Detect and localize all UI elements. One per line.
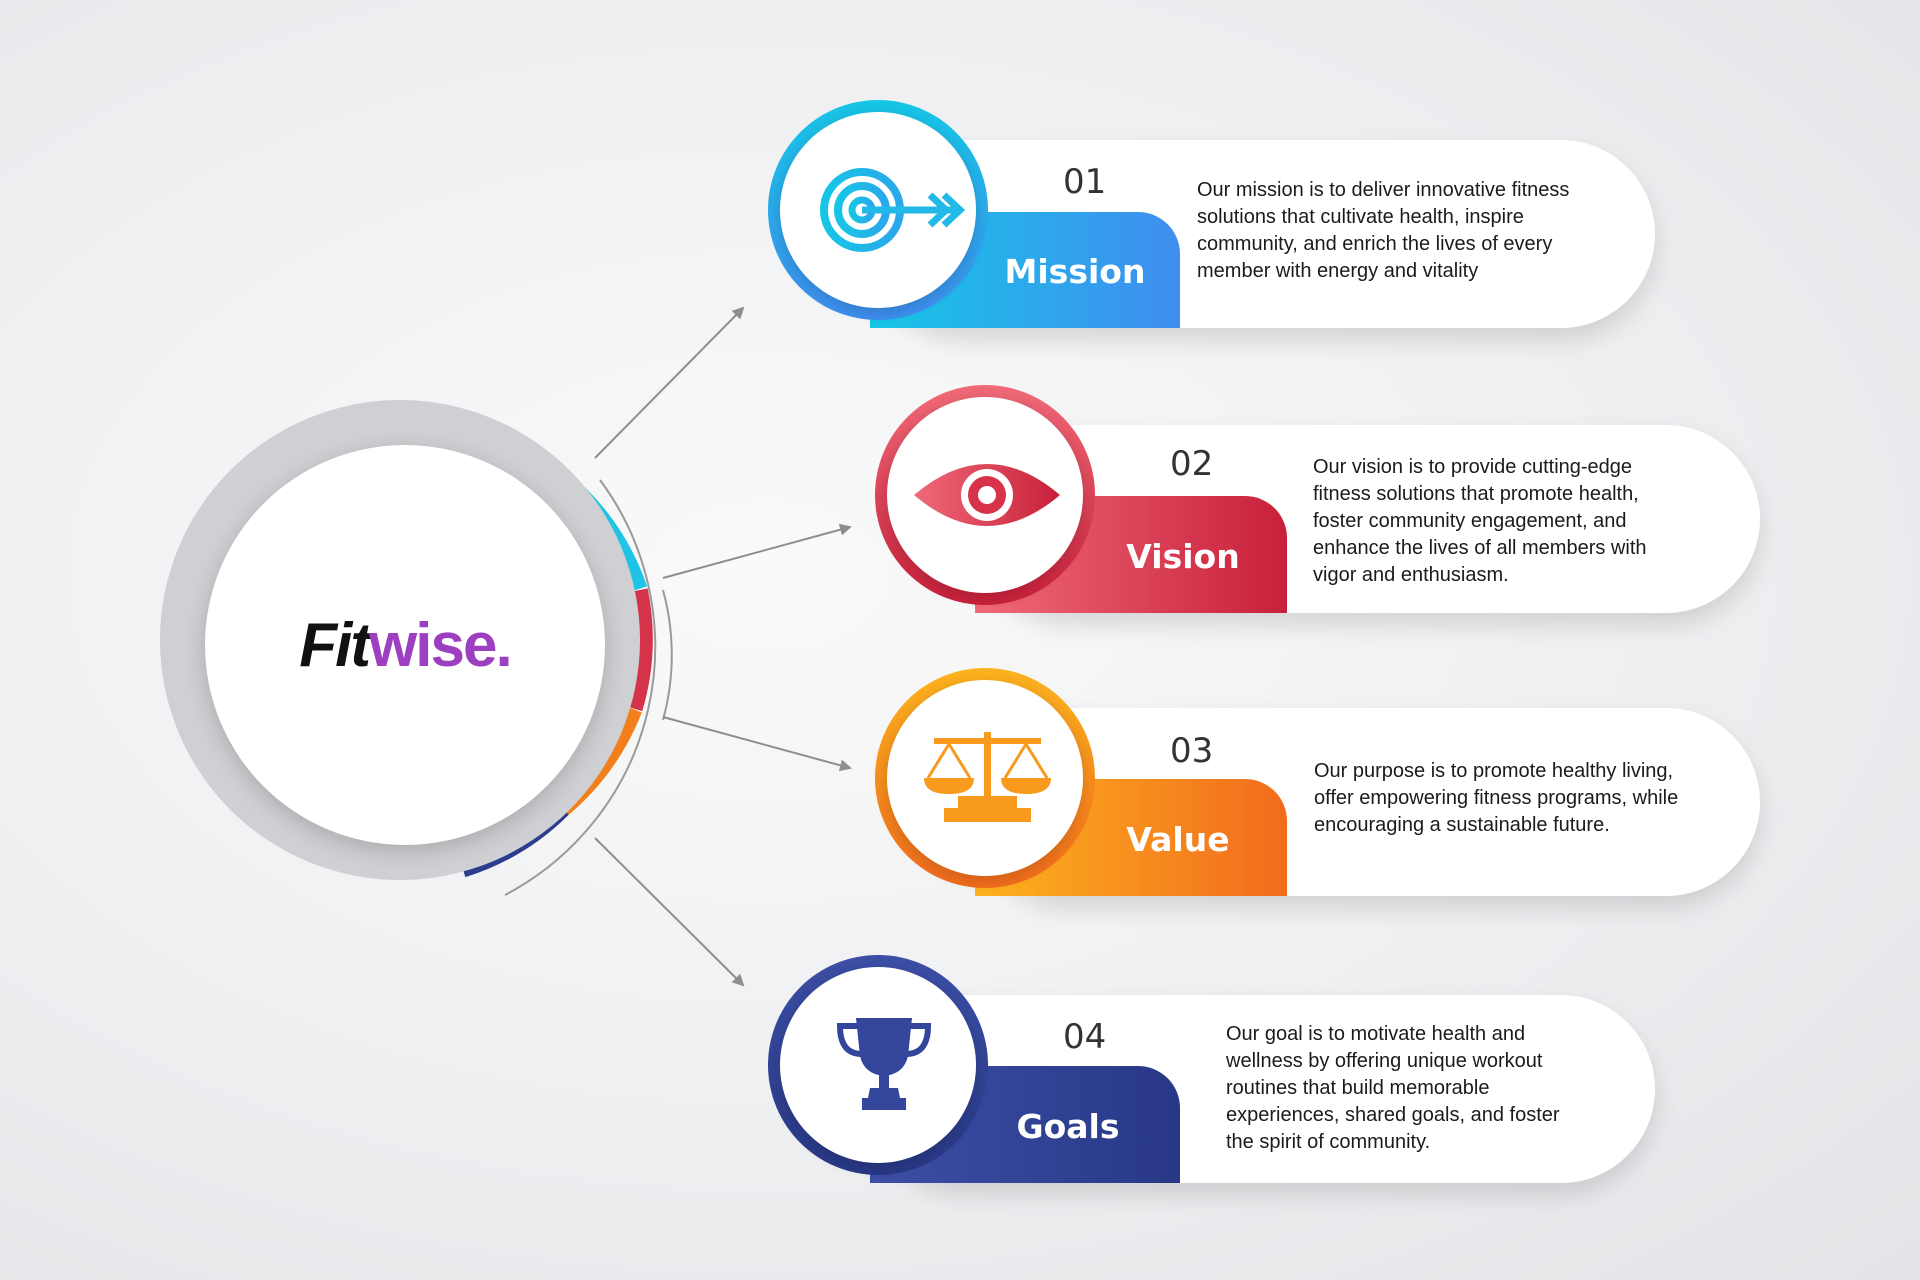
hub-disc <box>205 445 605 845</box>
value-text-line: offer empowering fitness programs, while <box>1314 787 1679 809</box>
mission-label: Mission <box>1004 252 1146 291</box>
goals-text-line: experiences, shared goals, and foster <box>1226 1104 1560 1126</box>
logo-wise: wise. <box>369 610 513 680</box>
value-text-line: encouraging a sustainable future. <box>1314 814 1610 836</box>
mission-text-line: community, and enrich the lives of every <box>1197 233 1553 255</box>
value-text-line: Our purpose is to promote healthy living… <box>1314 760 1674 782</box>
target-arrow-icon <box>820 168 966 252</box>
mission-number: 01 <box>1063 162 1107 202</box>
goals-text-line: Our goal is to motivate health and <box>1226 1023 1526 1045</box>
goals-text-line: wellness by offering unique workout <box>1226 1050 1543 1072</box>
vision-number: 02 <box>1170 444 1214 484</box>
vision-text-line: vigor and enthusiasm. <box>1313 564 1509 586</box>
arrow-mission <box>594 306 745 459</box>
hub-outer-arc <box>504 479 657 896</box>
goals-number: 04 <box>1063 1017 1107 1057</box>
value-description: Our purpose is to promote healthy living… <box>1314 758 1744 839</box>
mission-text-line: Our mission is to deliver innovative fit… <box>1197 179 1570 201</box>
value-label: Value <box>1126 820 1230 859</box>
mission-description: Our mission is to deliver innovative fit… <box>1197 177 1617 285</box>
vision-text-line: Our vision is to provide cutting-edge <box>1313 456 1633 478</box>
arrow-vision <box>662 523 852 579</box>
arrow-value <box>662 716 852 772</box>
goals-description: Our goal is to motivate health and welln… <box>1226 1021 1646 1156</box>
vision-description: Our vision is to provide cutting-edge fi… <box>1313 454 1733 589</box>
mission-text-line: solutions that cultivate health, inspire <box>1197 206 1524 228</box>
arrow-goals <box>594 837 745 987</box>
vision-text-line: foster community engagement, and <box>1313 510 1627 532</box>
goals-text-line: the spirit of community. <box>1226 1131 1431 1153</box>
vision-label: Vision <box>1126 537 1240 576</box>
vision-text-line: enhance the lives of all members with <box>1313 537 1647 559</box>
mission-text-line: member with energy and vitality <box>1197 260 1479 282</box>
goals-label: Goals <box>1016 1107 1120 1146</box>
goals-text-line: routines that build memorable <box>1226 1077 1490 1099</box>
vision-text-line: fitness solutions that promote health, <box>1313 483 1639 505</box>
logo-fit: Fit <box>299 610 371 680</box>
trophy-icon <box>836 1018 932 1110</box>
eye-icon <box>914 464 1060 526</box>
balance-scale-icon <box>924 732 1051 822</box>
hub-inner-arc <box>662 589 673 721</box>
value-number: 03 <box>1170 731 1214 771</box>
